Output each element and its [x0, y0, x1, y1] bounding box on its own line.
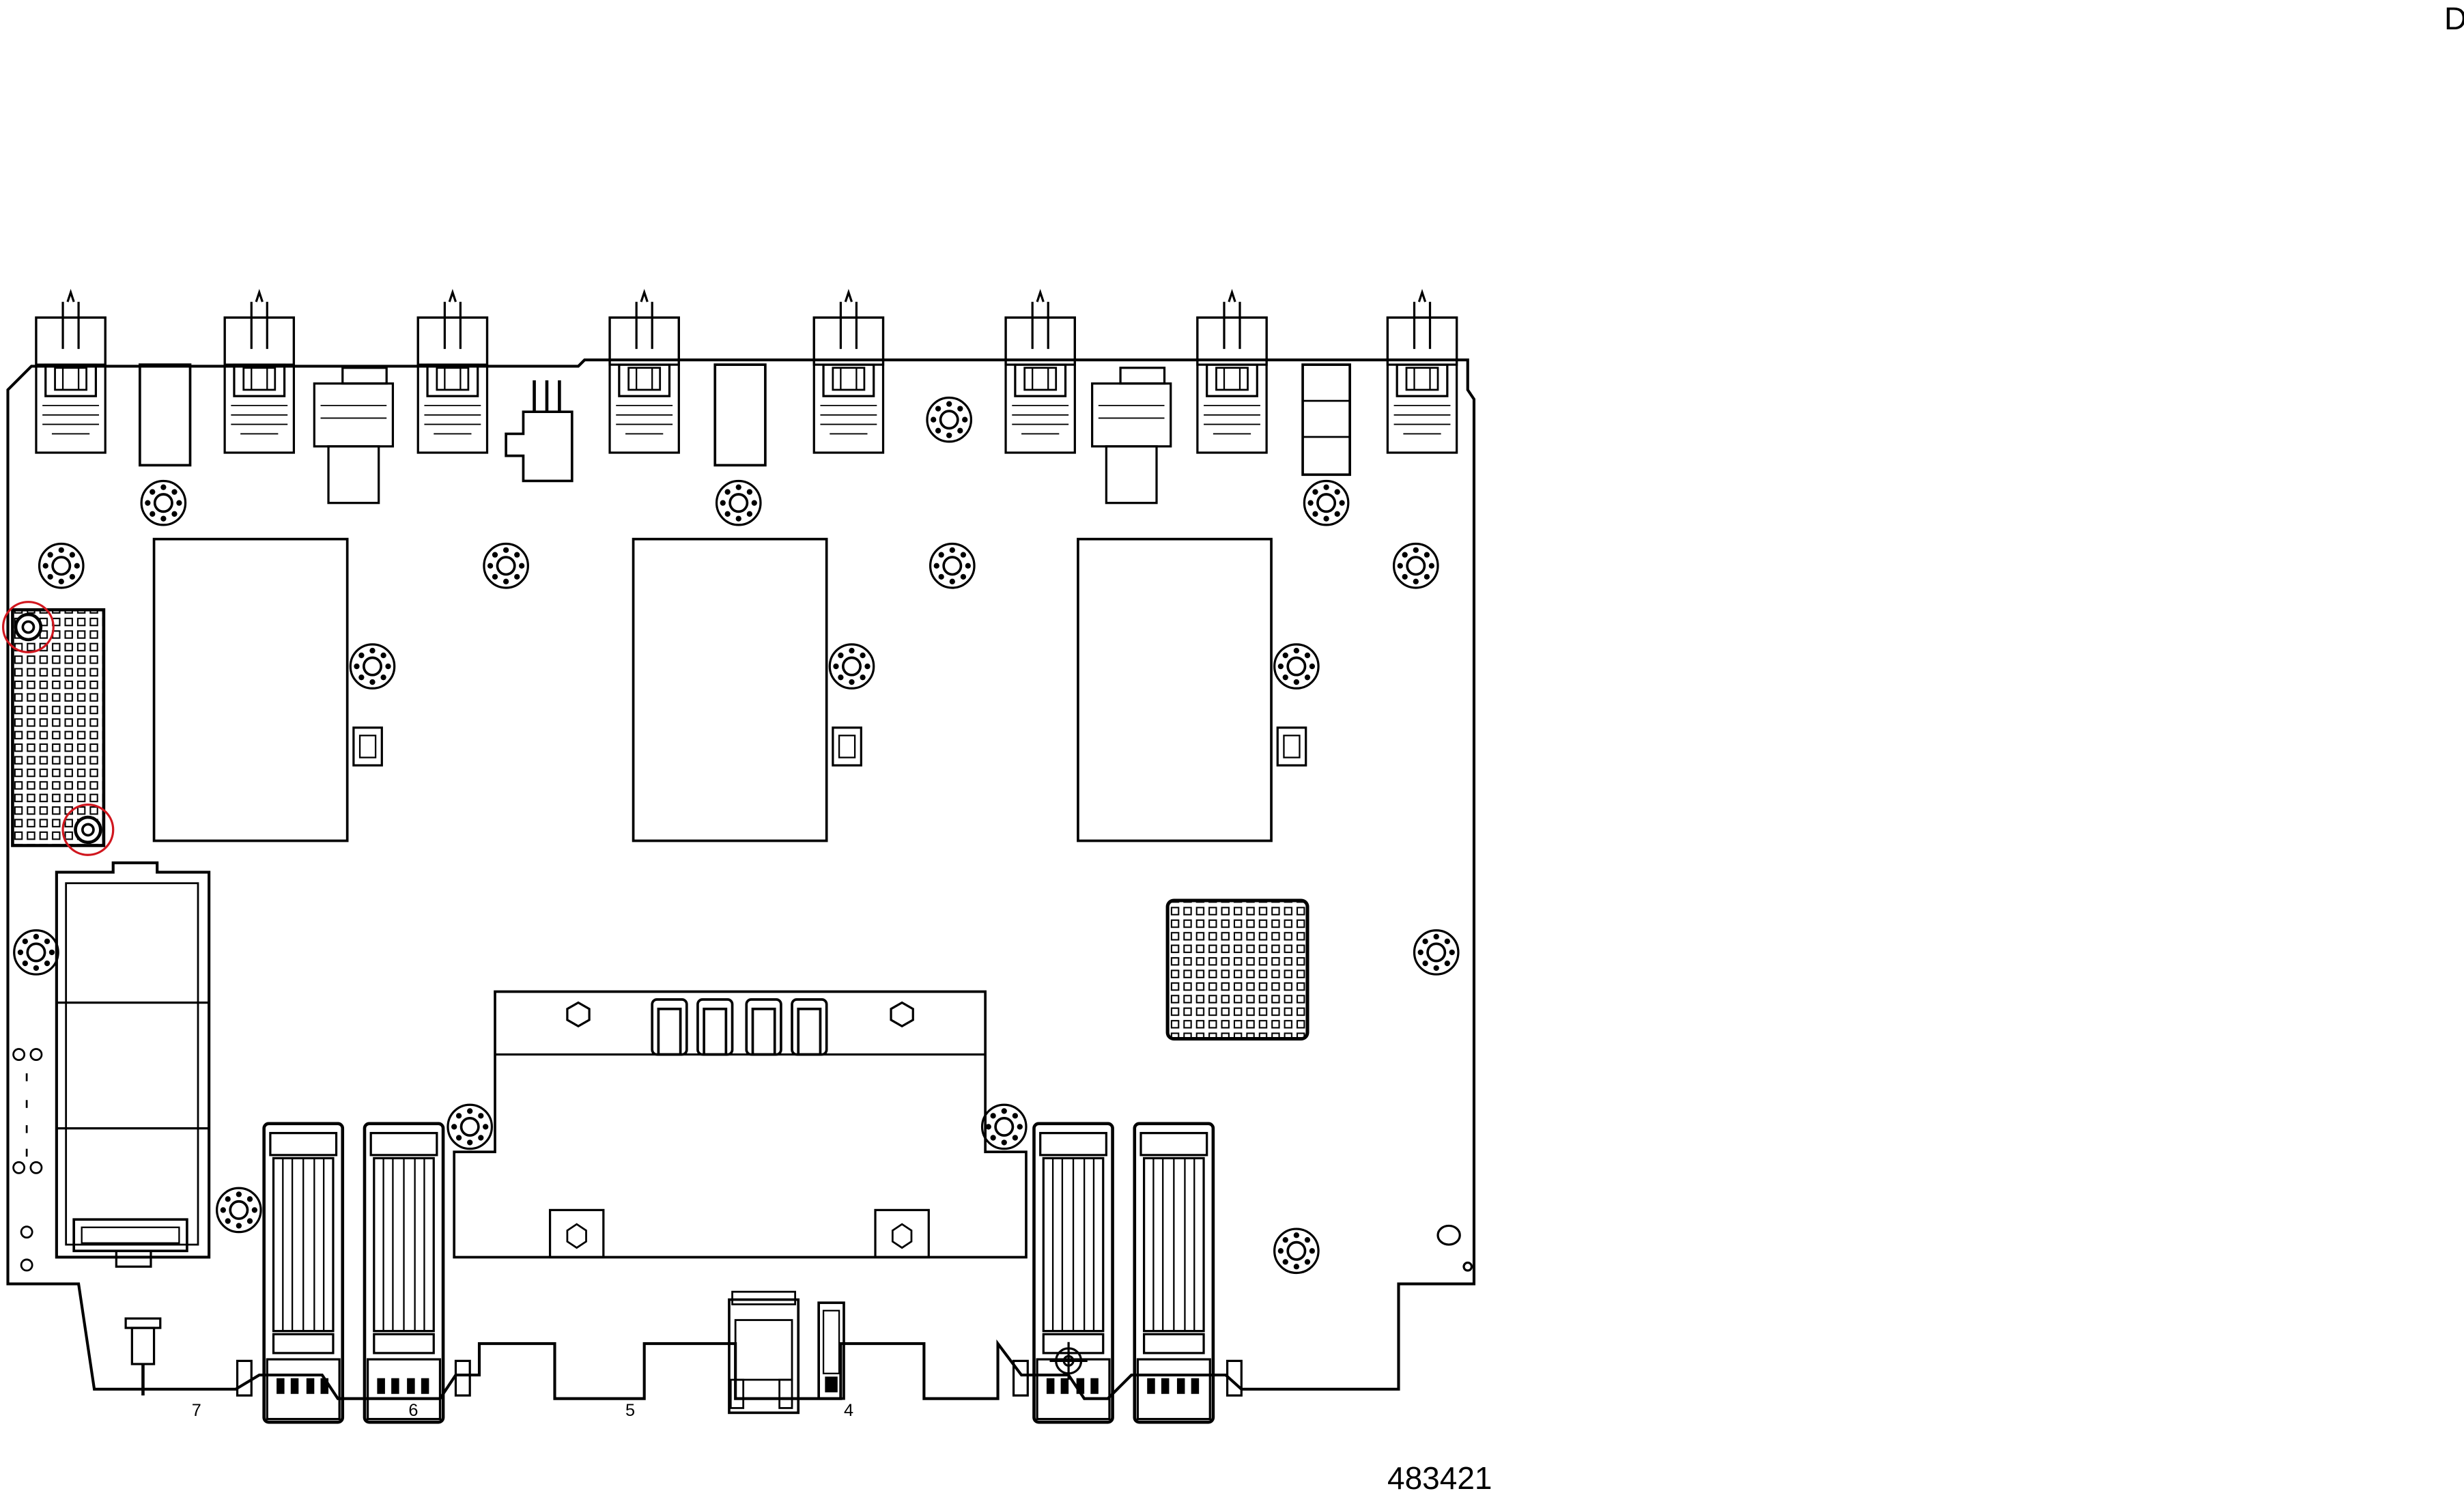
highlighted-screw-top	[1, 601, 55, 653]
header-block-1	[139, 363, 192, 467]
right-bga-chip	[1165, 898, 1309, 1041]
cpu-socket-1	[152, 537, 349, 842]
standoff-h	[1392, 542, 1439, 589]
standoff-e	[38, 542, 85, 589]
dimm-latch-2	[365, 1124, 443, 1422]
side-connector-1	[313, 367, 395, 505]
standoff-b	[715, 479, 762, 526]
standoff-f	[483, 542, 530, 589]
small-connector-3	[1276, 726, 1307, 767]
header-block-3	[1301, 363, 1351, 477]
header-block-2	[713, 363, 767, 467]
fan-connector-1	[35, 291, 107, 454]
callout-7: 7	[192, 1401, 201, 1420]
highlighted-screw-bottom	[61, 803, 115, 856]
small-connector-1	[352, 726, 383, 767]
small-connector-2	[832, 726, 862, 767]
side-connector-2	[1091, 367, 1172, 505]
standoff-g	[929, 542, 976, 589]
standoff-n	[447, 1103, 494, 1150]
standoff-q	[1273, 1228, 1320, 1275]
standoff-m	[1413, 928, 1460, 976]
dimm-latch-4	[1135, 1124, 1213, 1422]
left-bga-chip	[11, 608, 106, 847]
callout-5: 5	[625, 1401, 635, 1420]
standoff-k	[1273, 642, 1320, 690]
corner-letter: D	[2444, 1, 2464, 36]
left-edge-leds	[12, 1048, 43, 1272]
fan-connector-5	[812, 291, 885, 454]
standoff-a	[140, 479, 187, 526]
rear-connector-port	[728, 1290, 800, 1415]
cpu-socket-3	[1077, 537, 1273, 842]
standoff-l	[12, 928, 60, 976]
dimm-latch-1	[264, 1124, 343, 1422]
fan-connector-2	[223, 291, 296, 454]
cpu-socket-2	[632, 537, 828, 842]
rear-card-slot	[817, 1301, 845, 1400]
standoff-d	[926, 396, 973, 443]
fan-connector-4	[608, 291, 680, 454]
bottom-left-post	[124, 1317, 162, 1396]
corner-marks	[1436, 1224, 1473, 1272]
fan-connector-8	[1386, 291, 1458, 454]
pin-header	[505, 380, 573, 483]
fan-connector-3	[416, 291, 489, 454]
callout-6: 6	[408, 1401, 418, 1420]
standoff-c	[1303, 479, 1350, 526]
bottom-valve-symbol	[1049, 1342, 1088, 1380]
fan-connector-6	[1004, 291, 1076, 454]
dimm-latch-3	[1034, 1124, 1112, 1422]
m2-bracket	[55, 861, 211, 1268]
fan-connector-7	[1196, 291, 1268, 454]
standoff-i	[349, 642, 396, 690]
standoff-p	[215, 1187, 262, 1234]
board-outline	[6, 358, 1476, 1400]
standoff-o	[980, 1103, 1028, 1150]
callout-4: 4	[844, 1401, 853, 1420]
figure-id-label: 483421	[1387, 1460, 1492, 1496]
bottom-posts	[236, 1359, 1243, 1397]
central-module	[453, 990, 1028, 1259]
standoff-j	[828, 642, 875, 690]
